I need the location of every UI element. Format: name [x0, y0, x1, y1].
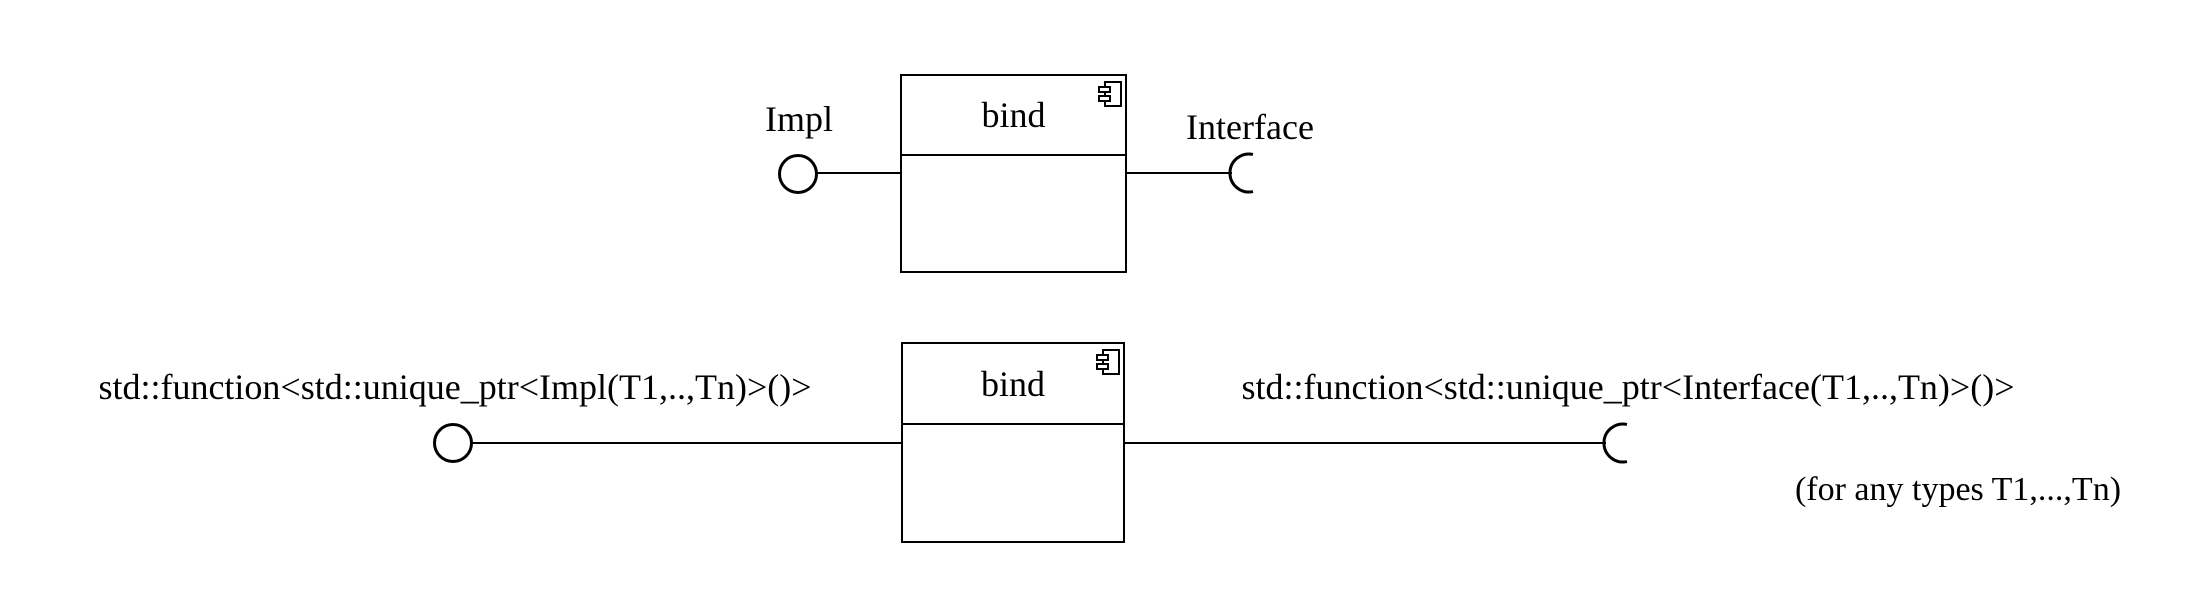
bottom-uml-component-icon	[1096, 349, 1120, 375]
bottom-socket-connector-icon	[1602, 422, 1628, 464]
bottom-component-title: bind	[903, 344, 1123, 425]
top-uml-component-icon	[1098, 81, 1122, 107]
top-component-title: bind	[902, 76, 1125, 156]
bottom-component-body	[903, 425, 1123, 541]
top-component-body	[902, 156, 1125, 271]
bottom-ball-connector-icon	[433, 423, 473, 463]
bottom-required-interface-label: std::function<std::unique_ptr<Interface(…	[1241, 367, 2015, 407]
top-left-wire	[816, 172, 902, 174]
top-socket-connector-icon	[1228, 152, 1254, 194]
bottom-note-label: (for any types T1,...,Tn)	[1794, 471, 2122, 508]
bottom-right-wire	[1123, 442, 1606, 444]
top-provided-interface-label: Impl	[765, 99, 833, 139]
top-ball-connector-icon	[778, 154, 818, 194]
bottom-component-label: bind	[980, 363, 1045, 404]
top-component-label: bind	[981, 95, 1046, 135]
top-required-interface-label: Interface	[1186, 107, 1314, 147]
bottom-left-wire	[471, 442, 902, 444]
top-component-box: bind	[900, 74, 1127, 273]
top-right-wire	[1126, 172, 1232, 174]
bottom-component-box: bind	[901, 342, 1125, 543]
bottom-provided-interface-label: std::function<std::unique_ptr<Impl(T1,..…	[98, 367, 812, 407]
